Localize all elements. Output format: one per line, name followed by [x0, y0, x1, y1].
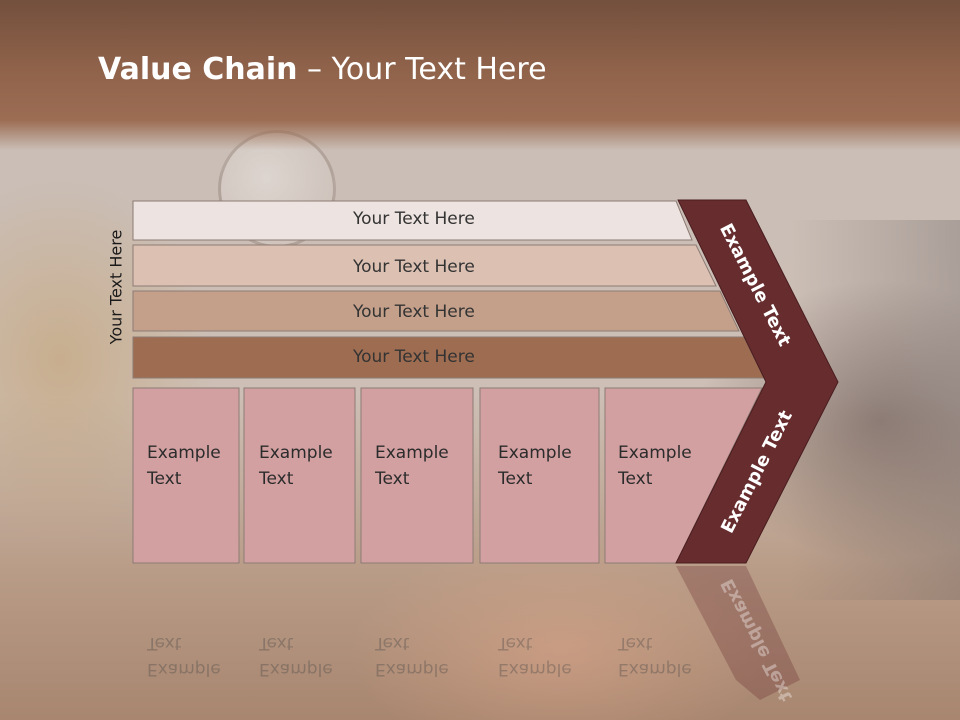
- box-3-label: Example Text: [375, 443, 449, 489]
- box-2-label: Example Text: [259, 443, 333, 489]
- box-4-shape[interactable]: [479, 387, 600, 564]
- band-3-shape[interactable]: [132, 290, 740, 332]
- band-1-shape[interactable]: [132, 200, 693, 241]
- box-3-shape[interactable]: [360, 387, 474, 564]
- title-rest: – Your Text Here: [297, 52, 547, 87]
- chevron-shape[interactable]: [675, 199, 839, 564]
- box-2-reflection: Example Text: [259, 633, 333, 679]
- band-1-label: Your Text Here: [353, 209, 475, 229]
- title-banner: [0, 0, 960, 150]
- box-5-reflection: Example Text: [618, 633, 692, 679]
- box-2-shape[interactable]: [243, 387, 356, 564]
- reflection-area: Example Text Example Text Example Text E…: [0, 566, 960, 720]
- band-2-shape[interactable]: [132, 244, 717, 287]
- box-1-reflection: Example Text: [147, 633, 221, 679]
- chevron-reflection: [676, 566, 800, 700]
- band-2-label: Your Text Here: [353, 257, 475, 277]
- slide-title: Value Chain – Your Text Here: [98, 52, 547, 87]
- title-bold: Value Chain: [98, 52, 298, 87]
- box-3-reflection: Example Text: [375, 633, 449, 679]
- box-5-label: Example Text: [618, 443, 692, 489]
- box-1-label: Example Text: [147, 443, 221, 489]
- band-3-label: Your Text Here: [353, 302, 475, 322]
- box-4-label: Example Text: [498, 443, 572, 489]
- chevron-lower-reflection: Example Text: [717, 575, 797, 705]
- band-4-label: Your Text Here: [353, 347, 475, 367]
- box-1-shape[interactable]: [132, 387, 240, 564]
- box-4-reflection: Example Text: [498, 633, 572, 679]
